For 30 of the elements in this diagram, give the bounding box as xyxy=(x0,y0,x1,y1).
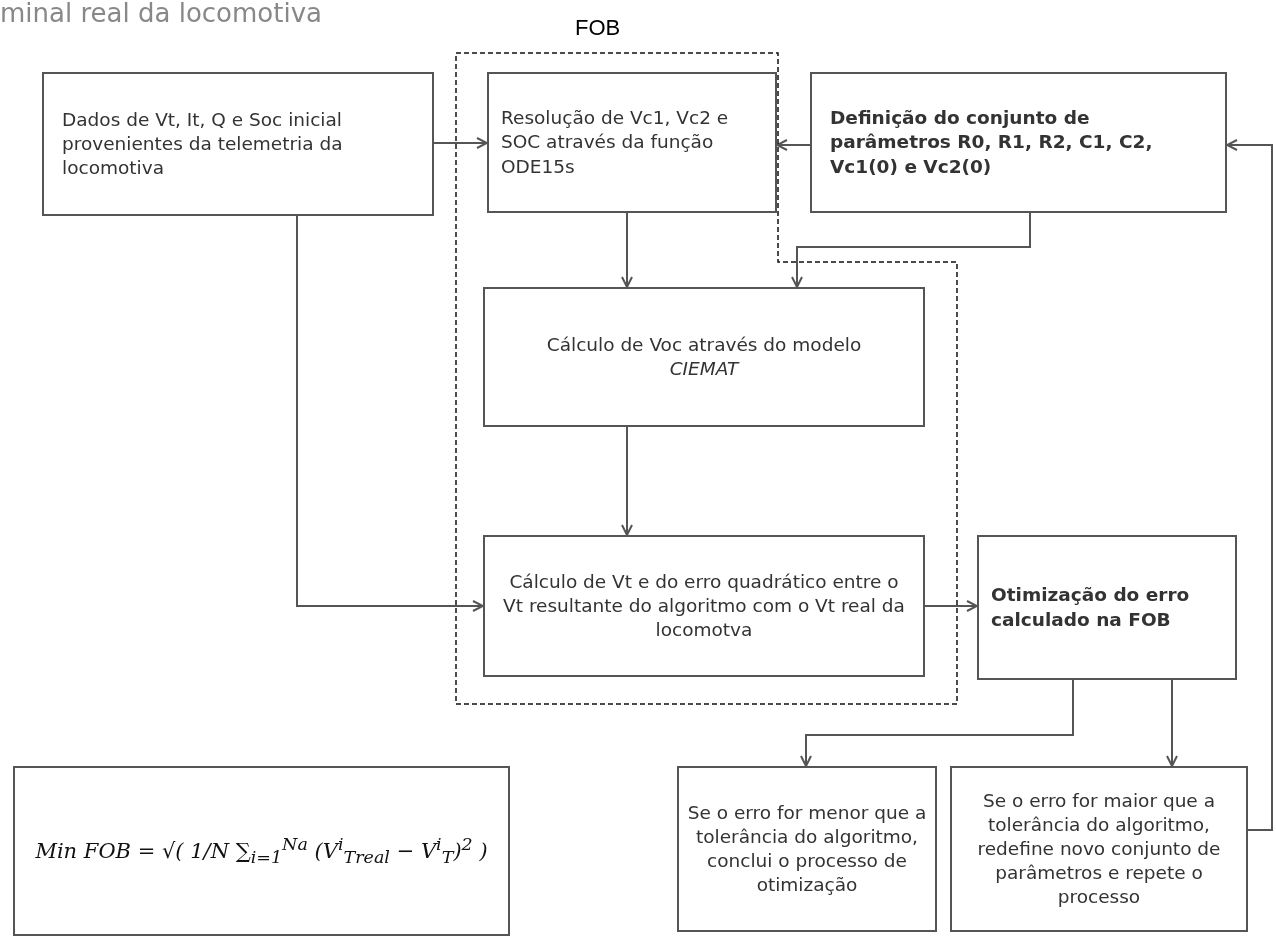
process-box xyxy=(483,287,925,427)
box-text: Otimização do erro calculado na FOB xyxy=(991,583,1191,632)
box-text: Resolução de Vc1, Vc2 e SOC através da função ODE15s xyxy=(501,106,730,179)
process-box xyxy=(810,72,1227,213)
arrow xyxy=(296,215,484,612)
arrow xyxy=(800,679,1074,767)
process-box xyxy=(42,72,434,216)
arrow xyxy=(776,139,811,151)
arrow xyxy=(791,212,1031,288)
arrow xyxy=(621,212,633,288)
arrow xyxy=(621,426,633,536)
arrow xyxy=(433,137,488,149)
process-box xyxy=(677,766,937,932)
process-box xyxy=(483,535,925,677)
process-box xyxy=(950,766,1248,932)
arrow xyxy=(924,600,978,612)
box-text: Dados de Vt, It, Q e Soc inicial provenientes da telemetria da locomotiva xyxy=(62,107,344,180)
heading-fragment: minal real da locomotiva xyxy=(0,0,322,28)
formula-text: Min FOB = √( 1/N ∑$_{i=1}$$^{Na}$ (V$^{i}$$_{Treal}$ − V$^{i}$$_{T}$)$^{2}$ ) xyxy=(34,833,489,869)
region-heading: FOB xyxy=(575,14,621,42)
arrow xyxy=(1166,679,1178,767)
box-text: Cálculo de Voc através do modelo CIEMAT xyxy=(545,332,863,381)
process-box xyxy=(977,535,1237,680)
box-text: Cálculo de Vt e do erro quadrático entre o Vt resultante do algoritmo com o Vt real da locomotva xyxy=(502,569,906,642)
formula-box xyxy=(13,766,510,936)
arrow xyxy=(1226,139,1273,831)
box-text: Se o erro for menor que a tolerância do algoritmo, conclui o processo de otimização xyxy=(687,800,927,898)
box-text: Definição do conjunto de parâmetros R0, R1, R2, C1, C2, Vc1(0) e Vc2(0) xyxy=(830,106,1154,179)
process-box xyxy=(487,72,777,213)
box-text: Se o erro for maior que a tolerância do algoritmo, redefine novo conjunto de parâmetros e repete o processo xyxy=(976,788,1222,910)
